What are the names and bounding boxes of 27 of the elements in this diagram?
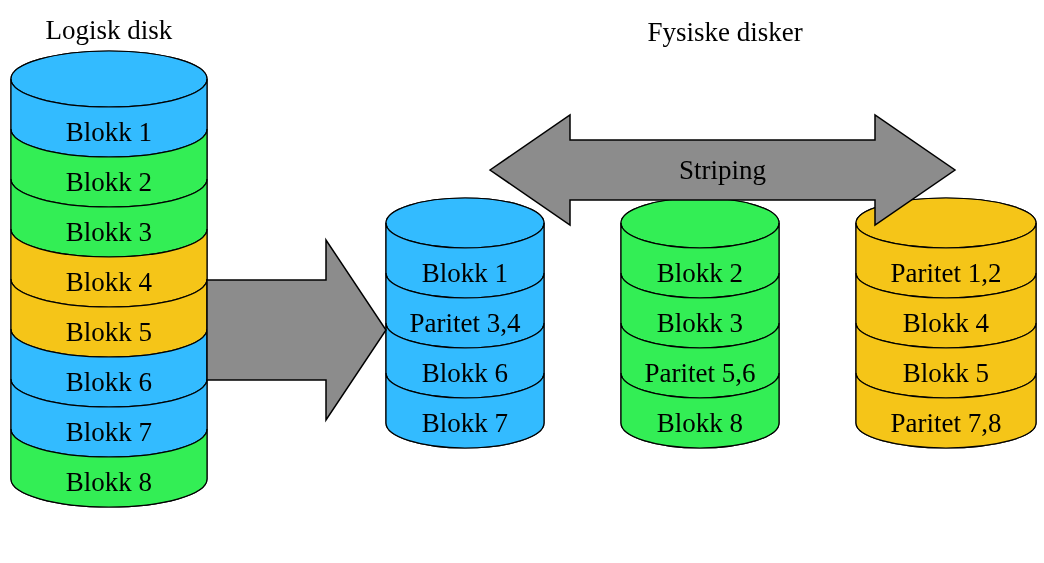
block-label: Paritet 5,6 bbox=[643, 357, 757, 390]
block-label: Blokk 1 bbox=[64, 116, 154, 149]
block-label: Blokk 4 bbox=[901, 307, 991, 340]
block-label: Blokk 6 bbox=[64, 366, 154, 399]
block-label: Blokk 7 bbox=[64, 416, 154, 449]
disk-heading: Logisk disk bbox=[44, 14, 174, 47]
block-label: Blokk 4 bbox=[64, 266, 154, 299]
block-arrow bbox=[206, 237, 387, 423]
block-label: Blokk 5 bbox=[64, 316, 154, 349]
block-label: Blokk 6 bbox=[420, 357, 510, 390]
block-label: Paritet 1,2 bbox=[889, 257, 1003, 290]
block-label: Blokk 2 bbox=[655, 257, 745, 290]
block-label: Blokk 3 bbox=[655, 307, 745, 340]
disk-segment bbox=[620, 223, 780, 299]
block-label: Paritet 7,8 bbox=[889, 407, 1003, 440]
block-label: Blokk 2 bbox=[64, 166, 154, 199]
block-label: Blokk 3 bbox=[64, 216, 154, 249]
group-heading: Fysiske disker bbox=[646, 16, 804, 49]
block-label: Blokk 8 bbox=[655, 407, 745, 440]
block-label: Blokk 8 bbox=[64, 466, 154, 499]
disk-segment bbox=[855, 223, 1037, 299]
block-label: Blokk 5 bbox=[901, 357, 991, 390]
disk-segment bbox=[10, 79, 208, 158]
block-label: Paritet 3,4 bbox=[408, 307, 522, 340]
disk-segment bbox=[385, 223, 545, 299]
block-label: Blokk 1 bbox=[420, 257, 510, 290]
block-label: Blokk 7 bbox=[420, 407, 510, 440]
